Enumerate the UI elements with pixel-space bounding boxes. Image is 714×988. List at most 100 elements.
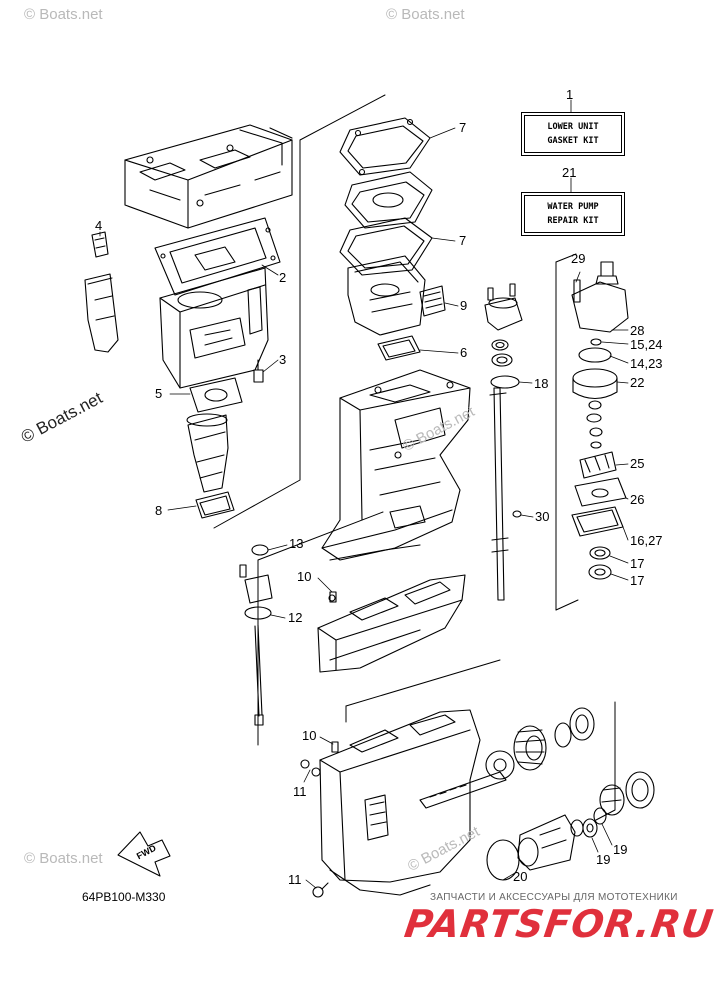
seal-19a xyxy=(582,818,598,838)
gearcase xyxy=(319,709,481,896)
seal-19b xyxy=(593,807,607,825)
gasket-7a xyxy=(339,117,431,176)
callout-20: 20 xyxy=(513,869,528,884)
shim xyxy=(554,722,572,748)
group-bracket-right xyxy=(555,253,616,821)
rubber-9 xyxy=(419,285,446,317)
callout-9: 9 xyxy=(460,298,468,313)
callout-12: 12 xyxy=(288,610,303,625)
callout-15-24: 15,24 xyxy=(630,337,663,352)
callout-2: 2 xyxy=(279,270,287,285)
callout-10a: 10 xyxy=(297,569,312,584)
callout-29: 29 xyxy=(571,251,586,266)
spacer-plate xyxy=(347,255,426,336)
partsfor-logo: PARTSFOR.RU xyxy=(401,902,714,946)
callout-6: 6 xyxy=(460,345,468,360)
drive-shaft-housing xyxy=(484,283,523,331)
propeller-shaft xyxy=(419,771,507,809)
kit-line: WATER PUMP xyxy=(547,202,599,212)
oring-12 xyxy=(244,606,272,620)
plate-a xyxy=(344,171,433,229)
bolt-10a xyxy=(329,591,337,603)
bearing-small xyxy=(491,339,509,351)
plate-26 xyxy=(574,477,627,507)
callout-21: 21 xyxy=(562,165,577,180)
callout-13: 13 xyxy=(289,536,304,551)
kit-line: GASKET KIT xyxy=(547,136,599,146)
callout-10b: 10 xyxy=(302,728,317,743)
lower-unit-gasket-kit-box: LOWER UNIT GASKET KIT xyxy=(524,115,622,153)
bolts-11a xyxy=(300,759,321,777)
seal-6 xyxy=(377,335,421,361)
callout-7b: 7 xyxy=(459,233,467,248)
callout-5: 5 xyxy=(155,386,163,401)
callout-11b: 11 xyxy=(288,872,302,887)
seal-17a xyxy=(589,546,611,560)
kit-line: LOWER UNIT xyxy=(547,122,599,132)
lower-case-top xyxy=(317,574,466,673)
seal-8 xyxy=(195,491,235,519)
seal-13 xyxy=(251,544,269,556)
callout-28: 28 xyxy=(630,323,645,338)
group-bracket-bottom xyxy=(345,659,501,707)
bearing-cage xyxy=(599,771,655,816)
oring-14-23 xyxy=(578,347,612,363)
seal-17b xyxy=(588,564,612,580)
watermark-bottom-left: © Boats.net xyxy=(24,850,103,867)
drive-shaft xyxy=(489,387,509,601)
group-bracket-left xyxy=(213,94,386,529)
callout-30: 30 xyxy=(535,509,550,524)
callout-16-27: 16,27 xyxy=(630,533,663,548)
bolt-11b xyxy=(312,882,329,898)
callout-4: 4 xyxy=(95,218,103,233)
oring-18 xyxy=(490,375,520,389)
watermark-top-left: © Boats.net xyxy=(24,6,103,23)
oring-15-24 xyxy=(590,338,602,346)
bolt-10b xyxy=(331,741,339,753)
gasket-7b xyxy=(339,217,433,276)
diagram-code: 64PB100-M330 xyxy=(82,890,166,904)
callout-3: 3 xyxy=(279,352,287,367)
callout-19b: 19 xyxy=(596,852,611,867)
shift-rod-holder xyxy=(239,564,273,604)
partsfor-tagline: ЗАПЧАСТИ И АКСЕССУАРЫ ДЛЯ МОТОТЕХНИКИ xyxy=(430,892,678,903)
bolt-3 xyxy=(253,359,264,383)
exhaust-pipe-left xyxy=(84,273,119,353)
callout-11a: 11 xyxy=(293,784,307,799)
callout-18: 18 xyxy=(534,376,549,391)
pump-insert-22 xyxy=(572,368,618,400)
gasket-2 xyxy=(154,217,281,296)
callout-17b: 17 xyxy=(630,573,645,588)
callout-22: 22 xyxy=(630,375,645,390)
group-bracket-middle xyxy=(257,511,384,746)
propeller-shaft-housing xyxy=(517,814,584,871)
callout-1: 1 xyxy=(566,87,574,102)
callout-19a: 19 xyxy=(613,842,628,857)
callout-8: 8 xyxy=(155,503,163,518)
pump-housing-top xyxy=(571,261,629,333)
callout-7a: 7 xyxy=(459,120,467,135)
adapter-top-casting xyxy=(124,124,293,229)
impeller-25 xyxy=(579,451,617,479)
upper-casing-main xyxy=(321,369,471,561)
shift-rod xyxy=(254,624,264,726)
callout-14-23: 14,23 xyxy=(630,356,663,371)
callout-25: 25 xyxy=(630,456,645,471)
kit-line: REPAIR KIT xyxy=(547,216,599,226)
gasket-5 xyxy=(189,377,243,413)
pin-30 xyxy=(512,510,522,518)
bearing-race xyxy=(569,707,595,741)
fwd-arrow-icon xyxy=(117,831,171,877)
leader-lines xyxy=(99,99,629,889)
washer-large xyxy=(485,750,515,780)
callout-26: 26 xyxy=(630,492,645,507)
exhaust-guide xyxy=(186,413,229,493)
bearing-medium xyxy=(491,353,513,367)
gasket-16-27 xyxy=(571,506,624,537)
callout-17a: 17 xyxy=(630,556,645,571)
watermark-top-middle: © Boats.net xyxy=(386,6,465,23)
water-pump-repair-kit-box: WATER PUMP REPAIR KIT xyxy=(524,195,622,233)
small-parts xyxy=(586,400,603,449)
bevel-gear xyxy=(513,725,547,771)
